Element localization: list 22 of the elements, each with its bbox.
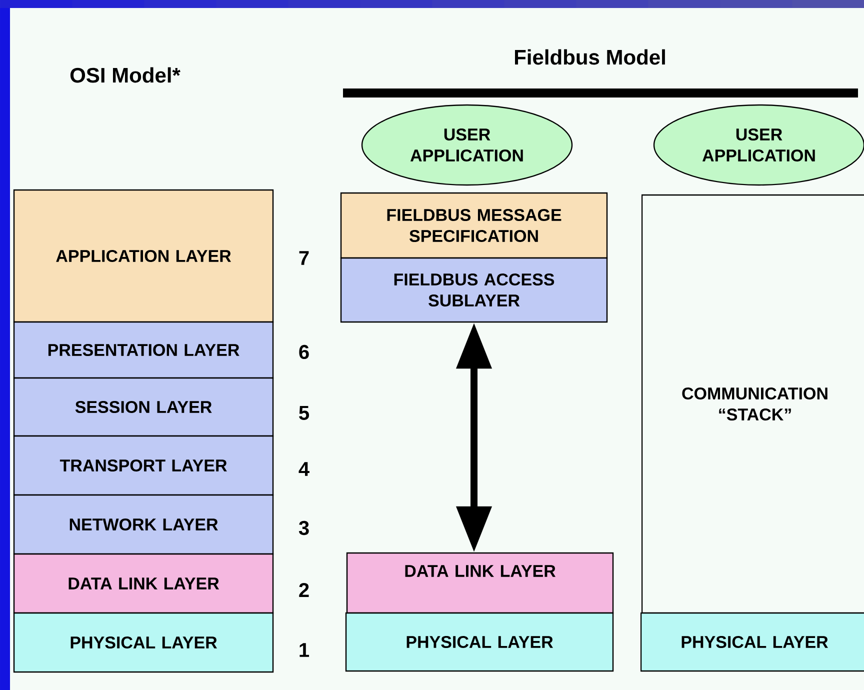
layer-box: NETWORK LAYER <box>13 494 274 555</box>
layer-box: COMMUNICATION “STACK” <box>641 194 864 614</box>
layer-number: 7 <box>299 251 309 265</box>
layer-box: PHYSICAL LAYER <box>345 612 614 672</box>
layer-box: FIELDBUS ACCESS SUBLAYER <box>340 257 608 323</box>
layer-box: DATA LINK LAYER <box>346 552 614 614</box>
layer-box: DATA LINK LAYER <box>13 553 274 614</box>
model-heading: Fieldbus Model <box>515 49 665 65</box>
layer-box: PHYSICAL LAYER <box>640 612 864 672</box>
layer-number: 2 <box>299 583 309 597</box>
layer-number: 4 <box>298 462 310 476</box>
layer-box: PHYSICAL LAYER <box>13 612 274 673</box>
layer-number: 1 <box>300 643 310 657</box>
layer-number: 3 <box>298 520 309 536</box>
model-heading: OSI Model* <box>70 67 180 83</box>
layer-box: APPLICATION LAYER <box>13 189 274 323</box>
layer-box: PRESENTATION LAYER <box>13 321 274 379</box>
layer-number: 6 <box>299 344 309 360</box>
layer-box: TRANSPORT LAYER <box>13 435 274 496</box>
layer-box: SESSION LAYER <box>13 377 274 437</box>
layer-number: 5 <box>299 406 310 420</box>
layer-box: FIELDBUS MESSAGE SPECIFICATION <box>340 192 608 259</box>
